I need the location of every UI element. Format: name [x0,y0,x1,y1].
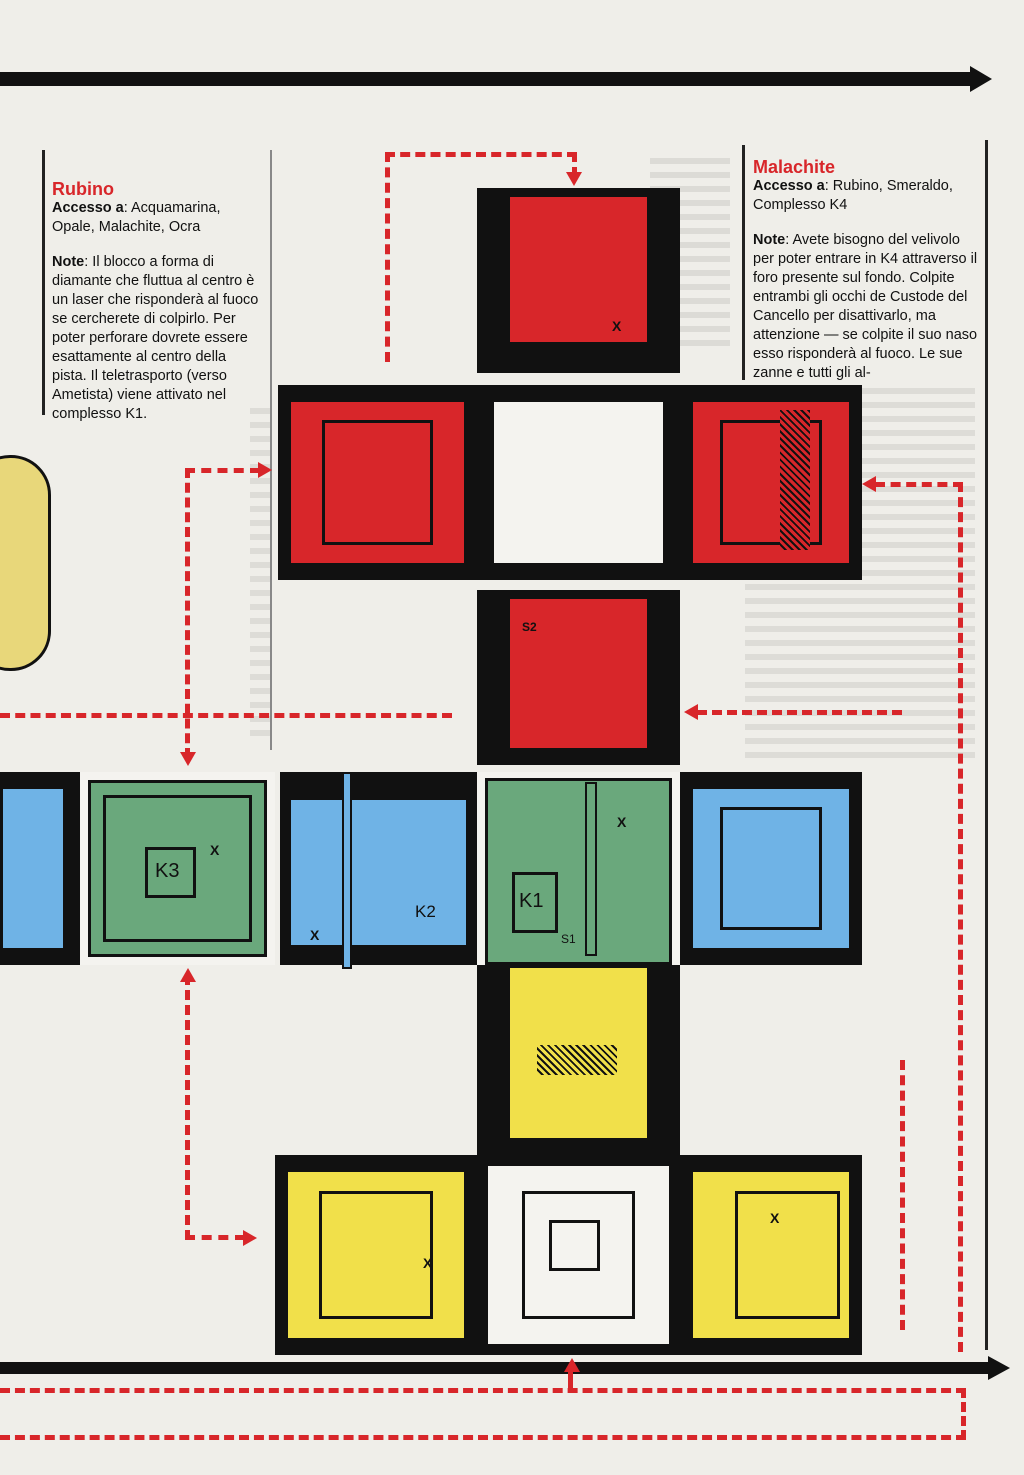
path-arrow-icon [258,462,272,478]
path-right-bottom [875,1060,905,1330]
malachite-note-text: : Avete bisogno del velivolo per poter e… [753,232,978,381]
column-rule [42,150,45,415]
room-marker-x: X [612,318,622,334]
path-right-mid [697,710,902,715]
room-red-center: S2 [477,590,680,765]
bottom-rule-arrow-icon [988,1356,1010,1380]
room-white-center-top [477,385,680,580]
show-through-text [250,400,270,740]
rubino-note-text: : Il blocco a forma di diamante che flut… [52,254,259,422]
path-bottom-left [185,975,245,1240]
room-red-right [680,385,862,580]
top-rule [0,72,975,86]
map-label-s2: S2 [522,620,537,634]
path-top-right [572,152,577,177]
path-top [385,152,577,362]
room-marker-x: X [423,1255,433,1271]
room-yellow-center [477,965,680,1155]
room-yellow-left: X [275,1155,477,1355]
malachite-access-value: : Rubino, Smeraldo, Complesso K4 [753,178,953,213]
rubino-info-box: Rubino Accesso a: Acquamarina, Opale, Ma… [52,180,262,440]
room-green-k1: K1 S1 X [477,772,680,965]
malachite-title: Malachite [753,157,836,177]
room-marker-x: X [770,1210,780,1226]
path-left-red [185,468,260,758]
room-top-red: X [477,188,680,373]
map-label-s1: S1 [561,932,576,946]
path-bottom-long [0,1388,966,1440]
map-label-k1: K1 [519,890,544,912]
path-right-malachite [875,482,963,1352]
room-marker-x: X [210,842,220,858]
room-marker-x: X [310,927,320,943]
path-arrow-icon [566,172,582,186]
rubino-access-value: : Acquamarina, Opale, Malachite, Ocra [52,200,221,235]
path-left-long [0,713,452,718]
path-bottom-center [568,1372,573,1392]
path-arrow-icon [180,968,196,982]
path-arrow-icon [243,1230,257,1246]
path-arrow-icon [862,476,876,492]
rubino-title: Rubino [52,179,114,199]
column-rule [985,140,988,1350]
room-blue-far-left [0,772,80,965]
malachite-access-label: Accesso a [753,178,825,194]
room-green-k3: K3 X [80,772,275,965]
room-yellow-right: X [680,1155,862,1355]
room-red-left [278,385,477,580]
creature-illustration [0,455,51,671]
rubino-note-label: Note [52,254,85,270]
bottom-rule [0,1362,990,1374]
k1-block [512,872,558,933]
path-arrow-icon [564,1358,580,1372]
path-arrow-icon [180,752,196,766]
path-arrow-icon [684,704,698,720]
map-label-k2: K2 [415,902,436,921]
column-rule [270,150,272,750]
room-marker-x: X [617,814,627,830]
room-blue-k2: K2 X [280,772,477,969]
malachite-note-label: Note [753,232,786,248]
k3-block [145,847,196,898]
column-rule [742,145,745,380]
map-label-k3: K3 [155,860,180,882]
room-white-bottom [477,1155,680,1355]
malachite-info-box: Malachite Accesso a: Rubino, Smeraldo, C… [753,158,983,399]
rubino-access-label: Accesso a [52,200,124,216]
room-blue-right [680,772,862,965]
top-rule-arrow-icon [970,66,992,92]
